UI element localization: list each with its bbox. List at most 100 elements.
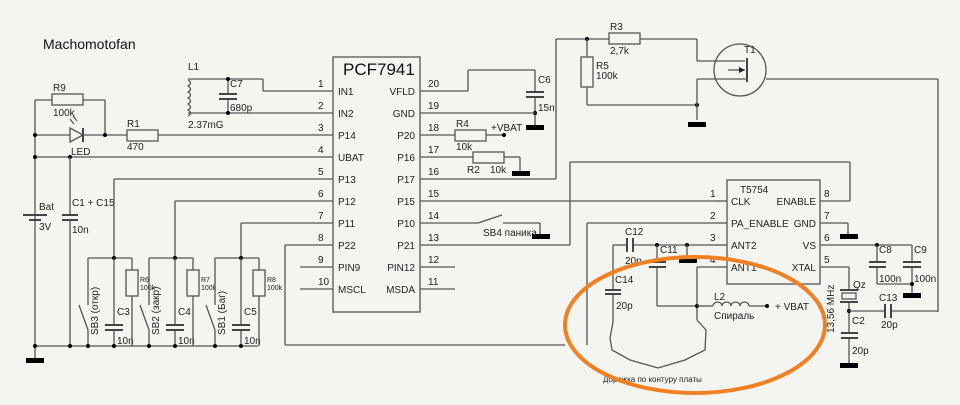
ic1-pin-label: IN1 <box>338 87 354 98</box>
vbat-label: +VBAT <box>491 123 522 134</box>
c4-value: 10n <box>178 336 195 347</box>
l2-value: Спираль <box>714 311 754 322</box>
ic1-pin-number: 5 <box>318 167 324 178</box>
battery-ref: Bat <box>39 202 54 213</box>
ic1-pin-number: 8 <box>318 233 324 244</box>
resistor-r3: R3 2,7k <box>585 22 745 62</box>
transistor-t1: T1 <box>688 43 939 312</box>
c5-ref: C5 <box>244 307 257 318</box>
capacitor-c12: C12 20p <box>613 227 715 267</box>
r6-value: 100k <box>140 285 156 292</box>
ic1-pin-label: GND <box>393 109 415 120</box>
switch-sb4: SB4 паника <box>420 214 550 239</box>
ic2-pin-number: 1 <box>710 189 716 200</box>
capacitor-c14: C14 20p <box>605 245 634 322</box>
c6-value: 15n <box>538 103 555 114</box>
capacitor-c9: C9 100n <box>903 245 936 298</box>
ic1-pin-number: 9 <box>318 255 324 266</box>
ic1-pin-number: 16 <box>428 167 440 178</box>
qz-frequency: 13,56 MHz <box>826 285 837 333</box>
c4-ref: C4 <box>178 307 191 318</box>
ic1-pin-number: 7 <box>318 211 324 222</box>
ic2-pin-label: PA_ENABLE <box>731 219 789 230</box>
r1-ref: R1 <box>127 119 140 130</box>
ic2-pin-label: ENABLE <box>777 197 817 208</box>
capacitor-c7: C7 680p <box>219 77 253 115</box>
resistor-r2: R2 10k <box>420 151 530 176</box>
c2-ref: C2 <box>852 316 865 327</box>
r5-ref: R5 <box>596 61 609 72</box>
ic1-pin-number: 18 <box>428 123 440 134</box>
ic2-pin-number: 2 <box>710 211 716 222</box>
ic2-pin-label: ANT1 <box>731 263 757 274</box>
qz-ref: Qz <box>853 280 866 291</box>
c8-value: 100n <box>879 274 901 285</box>
ic1-pin-label: P21 <box>397 241 415 252</box>
ic1-pin-label: MSDA <box>386 285 415 296</box>
c3-ref: C3 <box>117 307 130 318</box>
c7-ref: C7 <box>230 79 243 90</box>
ic-pcf7941-name: PCF7941 <box>343 60 415 79</box>
sb3-label: SB3 (откр) <box>90 287 101 335</box>
l1-ref: L1 <box>188 62 200 73</box>
sb1-label: SB1 (Баг) <box>217 291 228 335</box>
ic1-pin-number: 3 <box>318 123 324 134</box>
vbat2-label: + VBAT <box>775 302 809 313</box>
ic2-pin-number: 8 <box>824 189 830 200</box>
c13-ref: C13 <box>879 293 898 304</box>
ic1-pin-label: P17 <box>397 175 415 186</box>
ic1-pin-label: P10 <box>397 219 415 230</box>
ground-symbol <box>26 358 44 363</box>
ic2-pin-number: 5 <box>824 255 830 266</box>
r7-value: 100k <box>201 285 217 292</box>
ic2-pin-label: CLK <box>731 197 751 208</box>
ic2-pin-label: ANT2 <box>731 241 757 252</box>
ic2-pin-number: 3 <box>710 233 716 244</box>
c1-value: 10n <box>72 225 89 236</box>
r4-value: 10k <box>456 142 473 153</box>
ic1-pin-number: 11 <box>428 277 439 288</box>
ic2-pin-label: XTAL <box>792 263 817 274</box>
sb4-label: SB4 паника <box>483 228 537 239</box>
ic1-pin-number: 19 <box>428 101 440 112</box>
ic1-pin-label: P13 <box>338 175 356 186</box>
r8-value: 100k <box>267 285 283 292</box>
ic2-pin-number: 6 <box>824 233 830 244</box>
capacitor-c8: C8 100n <box>869 243 912 285</box>
highlight-ellipse <box>563 255 827 395</box>
c1-ref: C1 + C15 <box>72 198 115 209</box>
ic-pcf7941: PCF7941 <box>332 56 421 313</box>
ic1-pin-number: 12 <box>428 255 440 266</box>
led: LED <box>33 115 127 158</box>
ic1-pin-label: PIN12 <box>387 263 415 274</box>
r1-value: 470 <box>127 142 144 153</box>
ic1-pin-label: P20 <box>397 131 415 142</box>
r3-ref: R3 <box>610 22 623 33</box>
r4-ref: R4 <box>456 119 469 130</box>
ic1-pin-label: MSCL <box>338 285 366 296</box>
r6-ref: R6 <box>140 277 149 284</box>
ic2-pin-label: GND <box>794 219 816 230</box>
ic1-pin-label: UBAT <box>338 153 364 164</box>
antenna-note: Дорожка по контуру платы <box>603 375 702 384</box>
ic1-pin-number: 2 <box>318 101 324 112</box>
capacitor-c11: C11 <box>649 243 697 307</box>
ic1-pin-label: IN2 <box>338 109 354 120</box>
sb2-label: SB2 (закр) <box>151 287 162 335</box>
c2-value: 20p <box>852 346 869 357</box>
ic1-pin-number: 10 <box>318 277 330 288</box>
ic1-pin-number: 14 <box>428 211 440 222</box>
capacitor-c13: C13 20p <box>849 293 938 331</box>
ic1-pin-label: P14 <box>338 131 356 142</box>
ic1-pin-number: 4 <box>318 145 324 156</box>
c6-ref: C6 <box>538 75 551 86</box>
ic2-pin-number: 4 <box>710 255 716 266</box>
ic1-pin-number: 13 <box>428 233 440 244</box>
c12-ref: C12 <box>625 227 644 238</box>
ic-t5754-name: T5754 <box>740 185 769 196</box>
ic1-pin-number: 20 <box>428 79 440 90</box>
battery-value: 3V <box>39 222 52 233</box>
capacitor-c1-c15: C1 + C15 10n <box>62 157 115 346</box>
